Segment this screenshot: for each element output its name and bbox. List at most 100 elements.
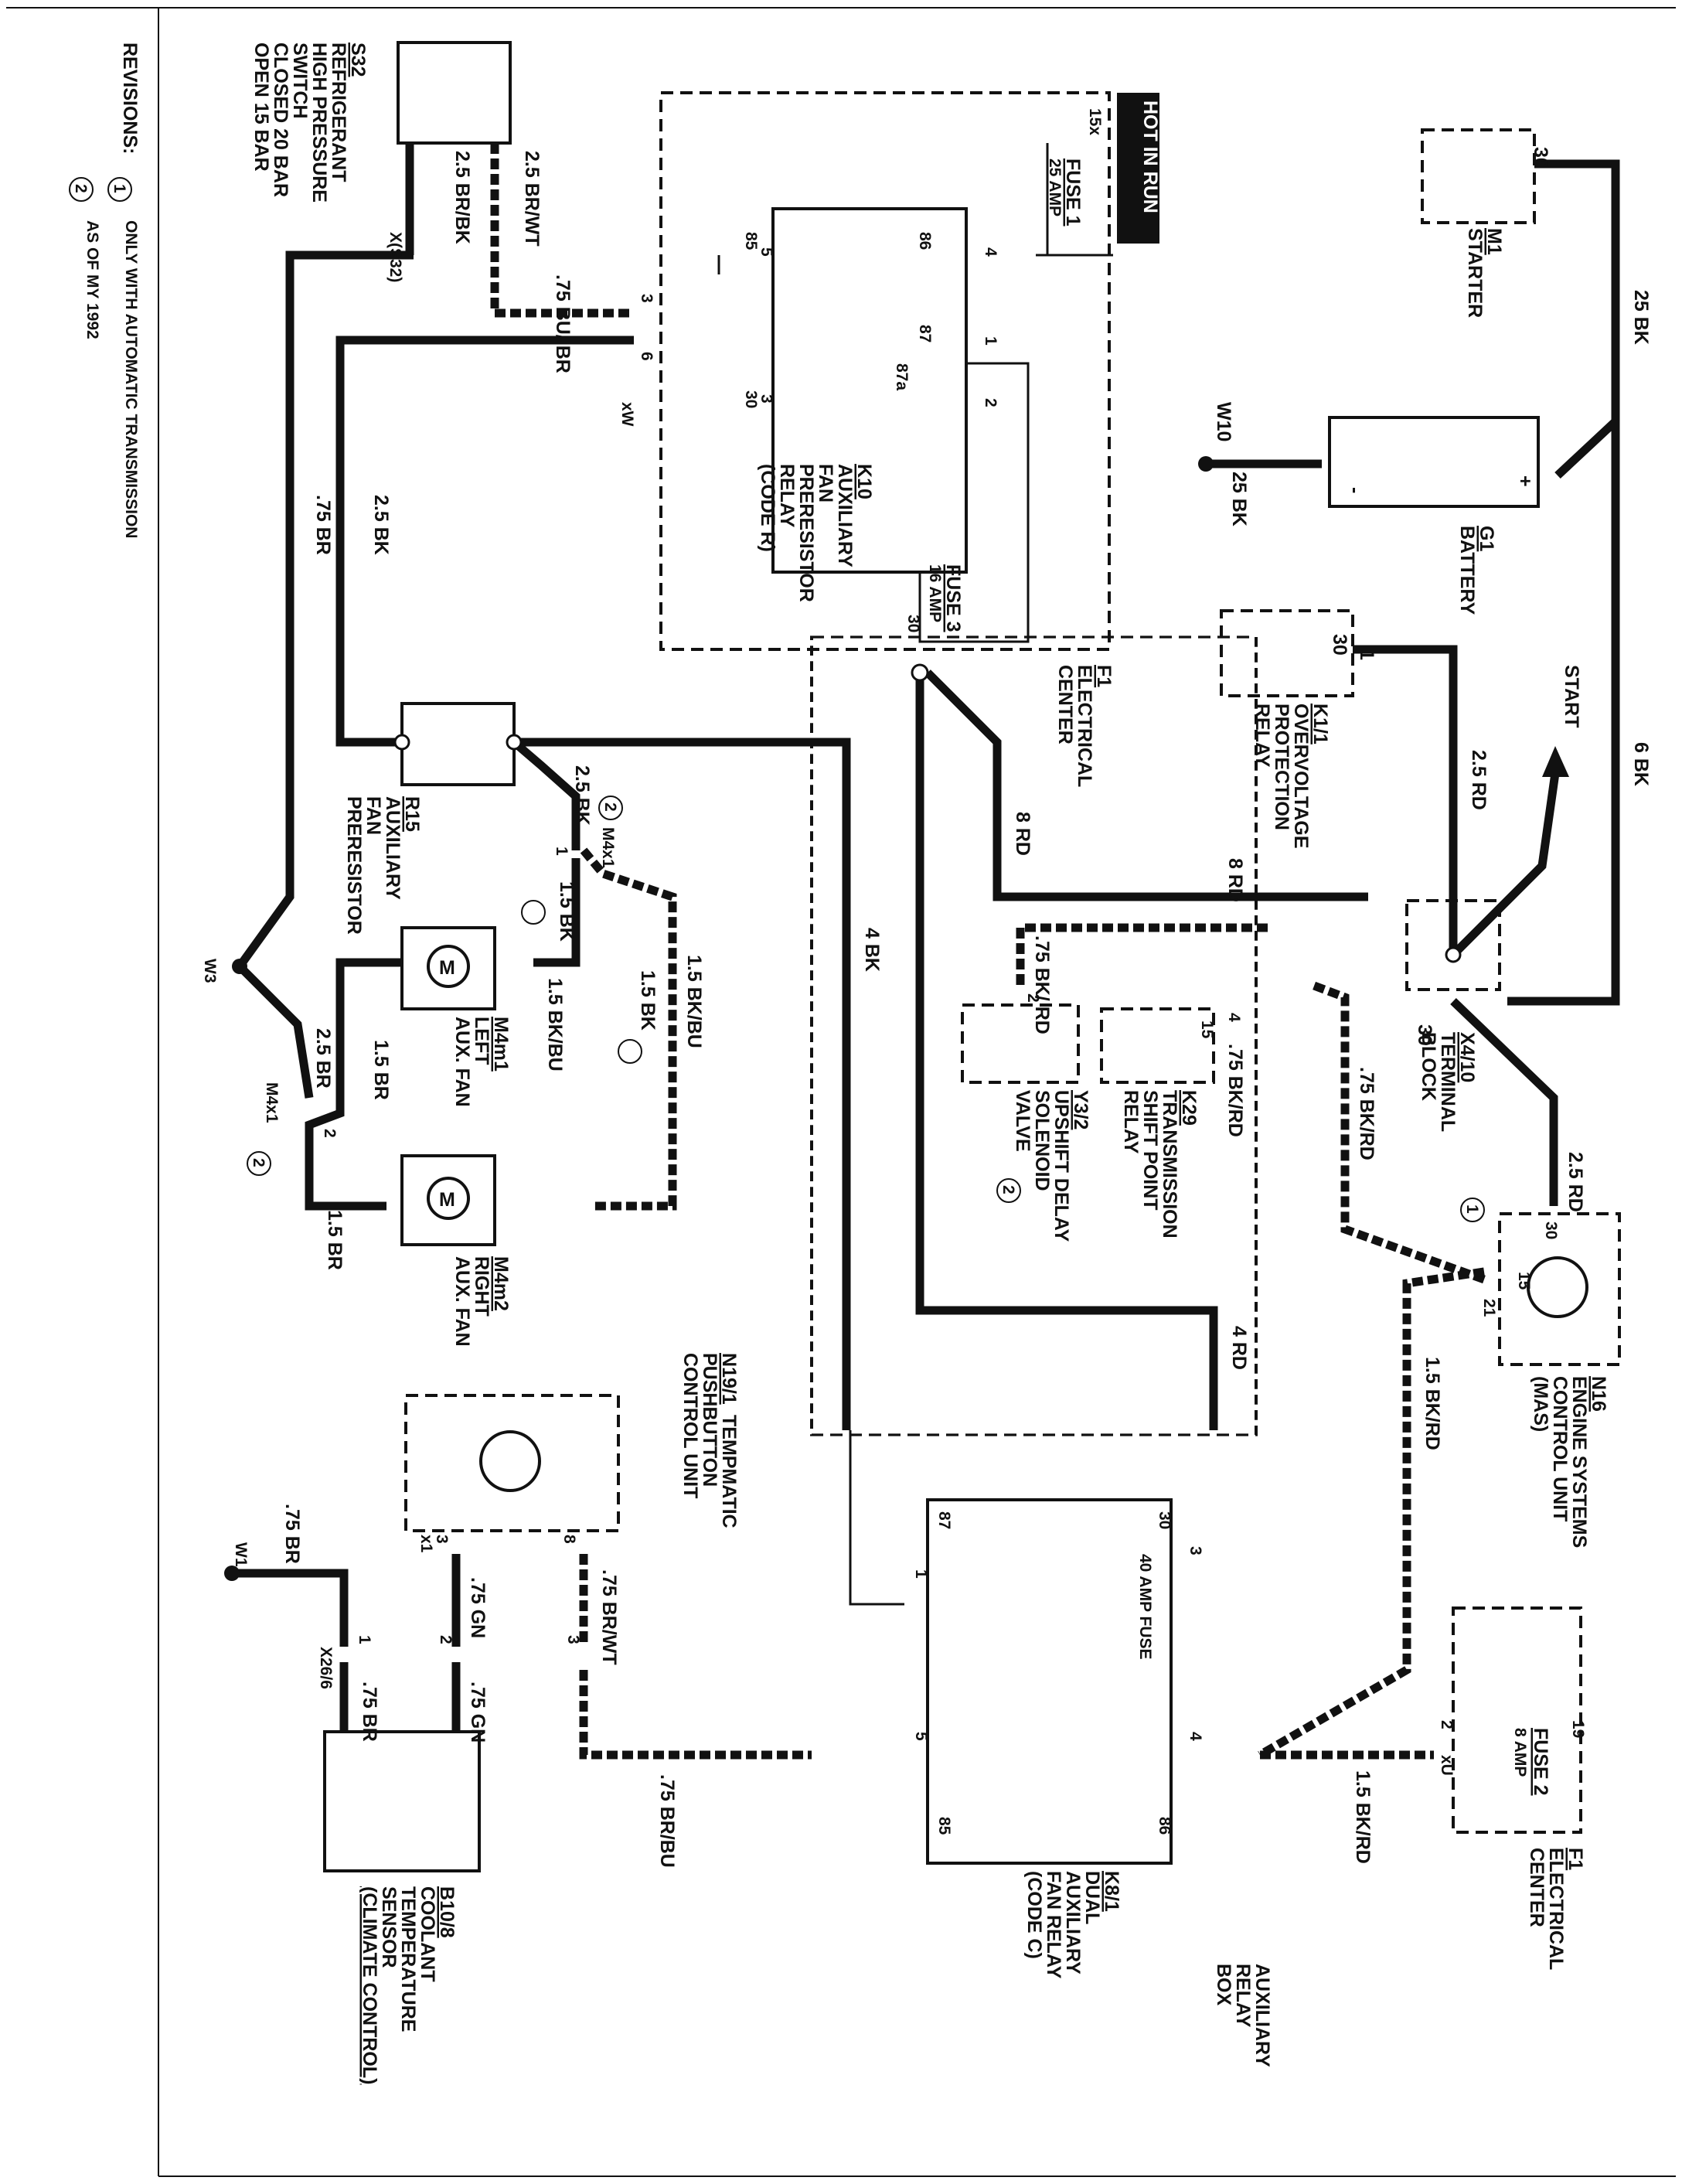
y3-2-rev-badge [996, 1178, 1021, 1203]
labels: 30 M1 STARTER 25 BK 6 BK + - G1 BATTERY … [69, 43, 1652, 2084]
k29-name-2: RELAY [1120, 1090, 1142, 1154]
w3-id: W3 [201, 959, 219, 983]
wire-label-k8-f1: 1.5 BK/RD [1352, 1770, 1374, 1864]
wire-label-block-n16: 2.5 RD [1565, 1152, 1586, 1212]
fuse2-pin: 19 [1569, 1720, 1587, 1738]
wire-label-w1-br: .75 BR [281, 1504, 303, 1564]
revision-2-num: 2 [72, 184, 90, 193]
n19-1-box [404, 1394, 620, 1532]
revision-1-num: 1 [111, 184, 128, 193]
m1-pin: 30 [1530, 147, 1551, 169]
m4x1-top-rev: 2 [601, 802, 619, 812]
x4-10-name-0: TERMINAL [1437, 1032, 1459, 1132]
m4x1-bk2-rev-badge [618, 1039, 642, 1064]
r15-resistor-box [400, 702, 516, 786]
k10-pin-85: 85 [742, 232, 760, 250]
revision-2-badge [69, 177, 94, 202]
x26-6-pin-1: 1 [356, 1635, 373, 1644]
r15-id: R15 [401, 796, 423, 832]
wire-starter-battery [1534, 159, 1620, 479]
n16-name-1: CONTROL UNIT [1549, 1376, 1571, 1521]
k29-id: K29 [1178, 1090, 1200, 1126]
fuse3-id: FUSE 3 [942, 564, 964, 632]
wire-label-s32-bu: .75 BU/ BR [552, 274, 574, 373]
k1-1-box [1220, 609, 1354, 697]
wire-label-block-f1: 8 RD [1224, 858, 1246, 902]
k10-relay-box [771, 207, 968, 574]
n19-1-id: N19/1 [718, 1353, 740, 1405]
start-arrow [1542, 746, 1569, 777]
k10-conn-1: 1 [982, 336, 999, 346]
f1-top-name-1: CENTER [1054, 665, 1076, 744]
k8-1-pin-85: 85 [935, 1817, 953, 1835]
wire-start [1450, 772, 1560, 958]
n19-1-name-0: TEMPMATIC [718, 1415, 740, 1528]
wire-label-x26-gn: .75 GN [467, 1681, 489, 1743]
w10-wire: 25 BK [1228, 472, 1250, 526]
wire-k8-87 [849, 1430, 904, 1606]
y3-2-pin: 2 [1024, 993, 1042, 1003]
r15-name-1: FAN [363, 796, 384, 835]
n16-transistor-icon [1527, 1256, 1588, 1318]
wire-label-m4m2-bkbu: 1.5 BK/BU [683, 955, 705, 1048]
wire-label-fuse3-k8: 4 RD [1228, 1326, 1250, 1370]
y3-2-name-2: VALVE [1012, 1090, 1033, 1152]
wire-xw-r15 [335, 336, 634, 747]
k10-conn-2: 2 [982, 398, 999, 407]
w1-ground-icon [224, 1566, 240, 1581]
hot-in-run-label: HOT IN RUN [1139, 101, 1161, 213]
svg-text:M: M [439, 1189, 455, 1211]
k10-pin-30: 30 [742, 390, 760, 408]
aux-relay-box-name-2: BOX [1213, 1964, 1234, 2006]
aux-relay-box-name-1: RELAY [1232, 1964, 1254, 2028]
wire-label-w3-br: 2.5 BR [312, 1028, 334, 1089]
fuse2-conn-id: xU [1438, 1755, 1456, 1776]
y3-2-rev: 2 [999, 1185, 1017, 1194]
x26-6-pin-3: 3 [564, 1635, 582, 1644]
k8-1-conn-3: 3 [1187, 1546, 1204, 1555]
wire-block-fuse3 [924, 670, 1368, 901]
s32-name-1: HIGH PRESSURE [308, 43, 330, 203]
fuse3-rating: 16 AMP [926, 564, 944, 622]
m4x1-bottom-rev: 2 [250, 1158, 267, 1167]
s32-connector: X(S32) [386, 232, 404, 282]
k8-1-name-0: DUAL [1081, 1871, 1103, 1924]
s32-id: S32 [347, 43, 369, 77]
revisions-title: REVISIONS: [119, 43, 141, 154]
y3-2-id: Y3/2 [1070, 1090, 1091, 1129]
k29-name-1: SHIFT POINT [1139, 1090, 1161, 1211]
g1-id: G1 [1476, 526, 1497, 551]
wire-label-k8-brbu: .75 BR/BU [656, 1774, 678, 1868]
n19-1-pin-3: 3 [433, 1535, 451, 1544]
k8-1-conn-5: 5 [912, 1732, 930, 1741]
f1-top-name-0: ELECTRICAL [1074, 665, 1095, 787]
s32-name-2: SWITCH [289, 43, 311, 119]
m4m1-name-0: LEFT [471, 1017, 492, 1065]
n16-pin-15: 15 [1515, 1272, 1533, 1290]
k1-1-pin-b: 1 [1356, 649, 1377, 660]
k10-name-1: FAN [815, 464, 836, 503]
k1-1-name-0: OVERVOLTAGE [1290, 704, 1312, 849]
m4x1-top-pin: 1 [553, 847, 570, 856]
w10-id: W10 [1213, 402, 1234, 441]
g1-plus: + [1514, 475, 1536, 487]
y3-2-name-1: SOLENOID [1031, 1090, 1053, 1191]
s32-name-0: REFRIGERANT [328, 43, 349, 182]
n19-1-pin-8: 8 [560, 1535, 578, 1544]
wire-n16-y3 [1313, 981, 1486, 1284]
start-label: START [1561, 665, 1582, 727]
m1-name: STARTER [1464, 228, 1486, 318]
g1-battery-box [1328, 416, 1540, 508]
f1-top-id: F1 [1093, 665, 1115, 687]
wire-label-k29: .75 BK/RD [1224, 1044, 1246, 1137]
w3-ground-icon [232, 959, 247, 974]
wire-label-relay-block: 2.5 RD [1468, 750, 1490, 810]
k8-1-name-3: (CODE C) [1023, 1871, 1045, 1959]
wire-label-s32-brwt: 2.5 BR/WT [521, 151, 543, 247]
m4m2-name-1: AUX. FAN [451, 1256, 473, 1347]
m4x1-top-rev-badge [598, 796, 623, 820]
wire-label-xw-br: .75 BR [312, 495, 334, 555]
k8-1-conn-1: 1 [912, 1569, 930, 1579]
